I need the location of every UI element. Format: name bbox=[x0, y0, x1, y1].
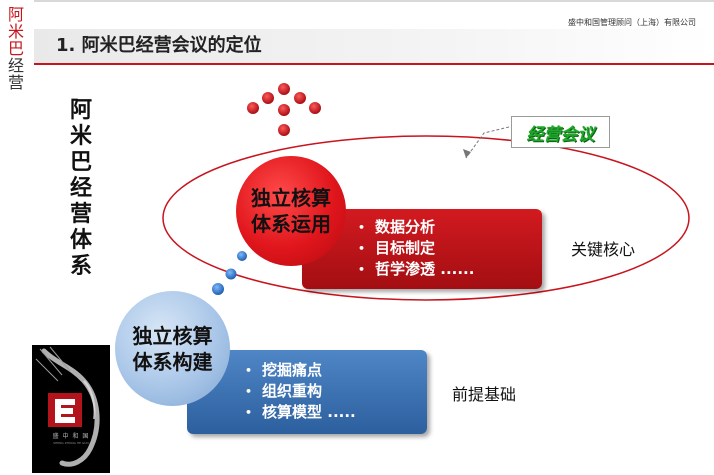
list-item-text: 哲学渗透 ...... bbox=[375, 260, 475, 278]
red-dot bbox=[247, 102, 259, 114]
list-item-text: 核算模型 ..... bbox=[262, 403, 356, 421]
top-border-line bbox=[34, 0, 714, 2]
side-brand-vertical: 阿 米 巴 经 营 bbox=[2, 6, 30, 91]
red-dot bbox=[309, 102, 321, 114]
list-item-text: 挖掘痛点 bbox=[262, 361, 323, 379]
side-title-char: 米 bbox=[69, 124, 92, 149]
side-title-char: 系 bbox=[69, 254, 92, 279]
bullet-icon: • bbox=[245, 385, 253, 398]
meeting-ellipse bbox=[162, 135, 690, 301]
lower-tier-list: • 挖掘痛点 • 组织重构 • 核算模型 ..... bbox=[245, 360, 356, 423]
header-rule bbox=[34, 63, 714, 65]
lower-tier-label: 前提基础 bbox=[452, 385, 517, 404]
brand-char: 巴 bbox=[7, 39, 24, 58]
brand-char: 米 bbox=[7, 22, 24, 41]
brand-char: 阿 bbox=[7, 5, 24, 24]
red-dots-arrow bbox=[247, 83, 321, 136]
list-item: • 挖掘痛点 bbox=[245, 360, 356, 381]
brand-char: 营 bbox=[7, 73, 24, 92]
red-dot bbox=[278, 83, 290, 95]
bullet-icon: • bbox=[358, 242, 366, 255]
blue-dot bbox=[237, 251, 247, 261]
upper-tier-circle: 独立核算 体系运用 bbox=[236, 156, 346, 266]
blue-dots-trail bbox=[212, 251, 247, 295]
bullet-icon: • bbox=[358, 263, 366, 276]
red-dot bbox=[278, 104, 290, 116]
side-title-char: 阿 bbox=[69, 98, 92, 123]
company-name: 盛中和国管理顾问（上海）有限公司 bbox=[568, 18, 696, 27]
side-title-vertical: 阿 米 巴 经 营 体 系 bbox=[68, 98, 94, 280]
list-item: • 数据分析 bbox=[358, 217, 474, 238]
callout-text: 经营会议 bbox=[526, 124, 595, 145]
list-item: • 哲学渗透 ...... bbox=[358, 259, 474, 280]
bullet-icon: • bbox=[358, 221, 366, 234]
seal-icon bbox=[48, 393, 82, 427]
list-item: • 目标制定 bbox=[358, 238, 474, 259]
bullet-icon: • bbox=[245, 406, 253, 419]
side-title-char: 体 bbox=[69, 228, 92, 253]
brand-char: 经 bbox=[7, 56, 24, 75]
circle-text-line: 体系运用 bbox=[251, 212, 331, 236]
list-item-text: 数据分析 bbox=[375, 218, 436, 236]
blue-dot bbox=[212, 283, 224, 295]
list-item: • 核算模型 ..... bbox=[245, 402, 356, 423]
upper-tier-label: 关键核心 bbox=[571, 240, 636, 259]
side-title-char: 经 bbox=[69, 176, 92, 201]
upper-tier-list: • 数据分析 • 目标制定 • 哲学渗透 ...... bbox=[358, 217, 474, 280]
side-title-char: 巴 bbox=[69, 150, 92, 175]
slide-title: 1. 阿米巴经营会议的定位 bbox=[56, 35, 262, 56]
logo-seal-subtext: SHENG ZHONG HE GUO bbox=[53, 441, 89, 445]
company-logo: 盛 中 和 国 SHENG ZHONG HE GUO bbox=[32, 345, 110, 473]
red-dot bbox=[294, 92, 306, 104]
list-item-text: 组织重构 bbox=[262, 382, 323, 400]
callout-arrowhead bbox=[463, 149, 471, 158]
logo-seal-text: 盛 中 和 国 bbox=[52, 433, 90, 440]
callout-arrow bbox=[465, 126, 510, 159]
bullet-icon: • bbox=[245, 364, 253, 377]
blue-dot bbox=[225, 268, 237, 280]
list-item-text: 目标制定 bbox=[375, 239, 436, 257]
header-bar bbox=[34, 29, 714, 63]
side-title-char: 营 bbox=[69, 202, 92, 227]
meeting-callout-box: 经营会议 bbox=[511, 116, 610, 148]
circle-text-line: 独立核算 bbox=[132, 323, 213, 348]
red-dot bbox=[278, 124, 290, 136]
list-item: • 组织重构 bbox=[245, 381, 356, 402]
red-dot bbox=[262, 92, 274, 104]
lower-tier-circle: 独立核算 体系构建 bbox=[115, 291, 230, 406]
circle-text-line: 独立核算 bbox=[251, 186, 331, 210]
shrimp-illustration bbox=[35, 346, 100, 467]
circle-text-line: 体系构建 bbox=[132, 349, 213, 374]
